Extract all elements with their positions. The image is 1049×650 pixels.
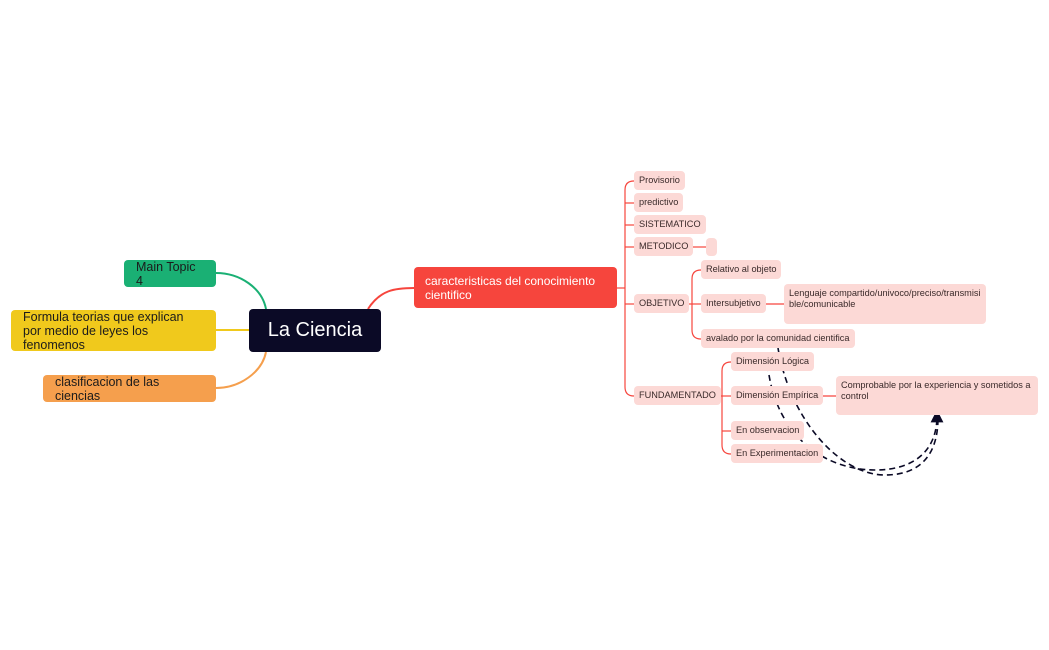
subtopic-label: Intersubjetivo xyxy=(706,298,761,308)
subtopic-en-observacion[interactable]: En observacion xyxy=(731,421,805,440)
subtopic-avalado[interactable]: avalado por la comunidad cientifica xyxy=(701,329,855,348)
subtopic-lenguaje-compartido[interactable]: Lenguaje compartido/univoco/preciso/tran… xyxy=(784,284,986,324)
subtopic-intersubjetivo[interactable]: Intersubjetivo xyxy=(701,294,766,313)
subtopic-sistematico[interactable]: SISTEMATICO xyxy=(634,215,706,234)
main-topic-clasificacion[interactable]: clasificacion de las ciencias xyxy=(43,374,216,403)
subtopic-label: predictivo xyxy=(639,197,679,207)
subtopic-empty[interactable] xyxy=(706,238,717,256)
subtopic-label: METODICO xyxy=(639,241,689,251)
subtopic-label: SISTEMATICO xyxy=(639,219,701,229)
subtopic-label: Relativo al objeto xyxy=(706,264,777,274)
subtopic-label: Dimensión Empírica xyxy=(736,390,819,400)
subtopic-label: avalado por la comunidad cientifica xyxy=(706,333,850,343)
subtopic-dimension-empirica[interactable]: Dimensión Empírica xyxy=(731,386,824,405)
subtopic-metodico[interactable]: METODICO xyxy=(634,237,694,256)
main-topic-formula-teorias[interactable]: Formula teorias que explican por medio d… xyxy=(11,309,216,352)
subtopic-label: Lenguaje compartido/univoco/preciso/tran… xyxy=(789,288,981,309)
subtopic-label: Comprobable por la experiencia y sometid… xyxy=(841,380,1031,401)
subtopic-label: Dimensión Lógica xyxy=(736,356,810,366)
subtopic-label: En Experimentacion xyxy=(736,448,819,458)
subtopic-relativo-al-objeto[interactable]: Relativo al objeto xyxy=(701,260,782,279)
topic-label: clasificacion de las ciencias xyxy=(55,374,160,403)
subtopic-objetivo[interactable]: OBJETIVO xyxy=(634,294,690,313)
subtopic-provisorio[interactable]: Provisorio xyxy=(634,171,685,190)
subtopic-dimension-logica[interactable]: Dimensión Lógica xyxy=(731,352,815,371)
branch-line-red xyxy=(367,287,415,310)
subtopic-label: OBJETIVO xyxy=(639,298,685,308)
subtopic-en-experimentacion[interactable]: En Experimentacion xyxy=(731,444,824,463)
subtopic-predictivo[interactable]: predictivo xyxy=(634,193,684,212)
main-topic-caracteristicas[interactable]: caracteristicas del conocimiento cientif… xyxy=(414,267,617,308)
subtopic-label: En observacion xyxy=(736,425,800,435)
subtopic-comprobable[interactable]: Comprobable por la experiencia y sometid… xyxy=(836,376,1038,415)
subtopic-label: FUNDAMENTADO xyxy=(639,390,716,400)
relationship-line xyxy=(766,354,944,471)
topic-label: Main Topic 4 xyxy=(136,259,196,288)
subtopic-label: Provisorio xyxy=(639,175,680,185)
topic-label: caracteristicas del conocimiento cientif… xyxy=(425,273,596,302)
topic-label: Formula teorias que explican por medio d… xyxy=(23,309,184,352)
central-topic[interactable]: La Ciencia xyxy=(249,309,381,352)
subtopic-fundamentado[interactable]: FUNDAMENTADO xyxy=(634,386,721,405)
branch-line-orange xyxy=(215,351,267,389)
branch-line-green xyxy=(215,272,267,310)
central-topic-label: La Ciencia xyxy=(267,319,363,341)
main-topic-4[interactable]: Main Topic 4 xyxy=(124,259,216,288)
